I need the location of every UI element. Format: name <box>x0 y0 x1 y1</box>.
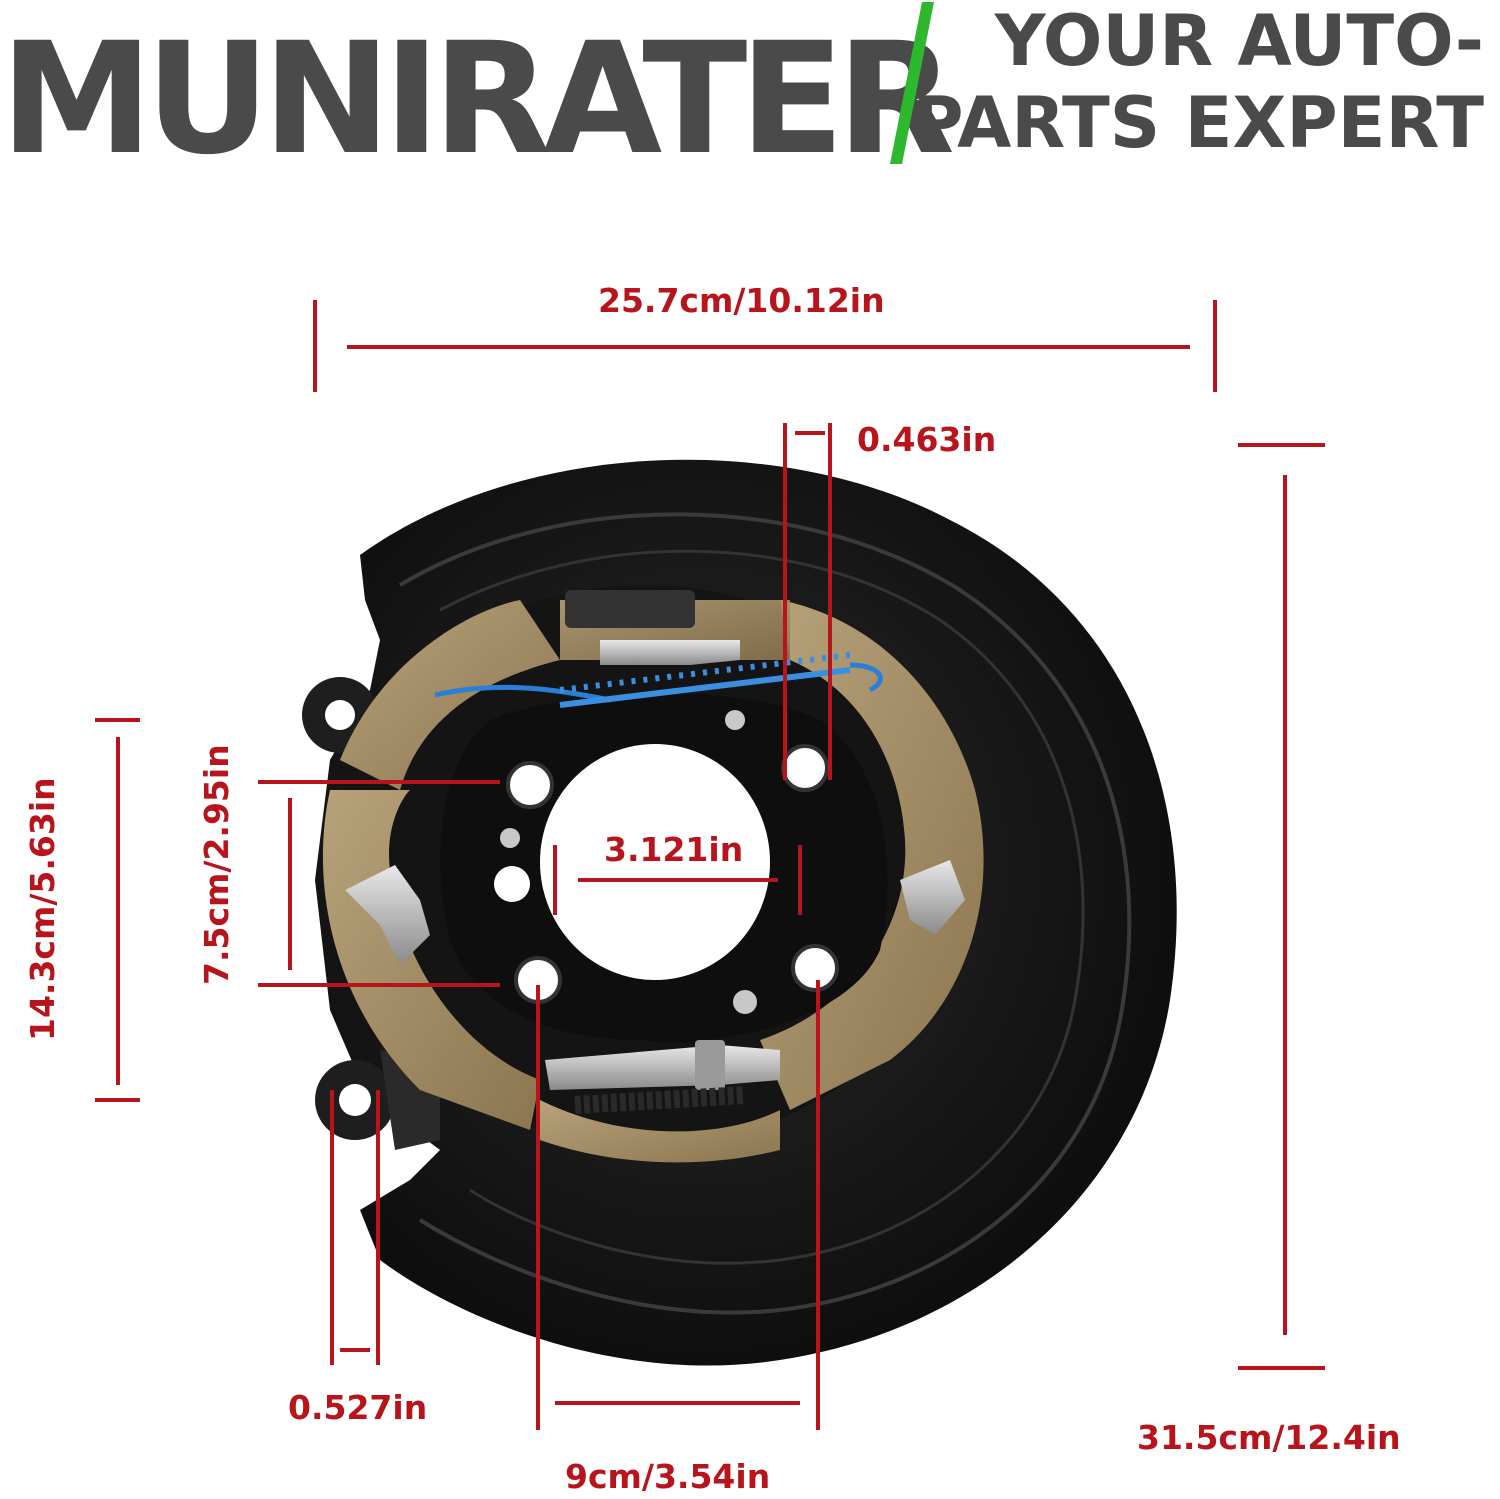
dim-bolt-horizontal-label: 9cm/3.54in <box>565 1457 771 1496</box>
tagline-line-2: PARTS EXPERT <box>912 82 1484 164</box>
upper-return-spring <box>434 684 611 703</box>
dim-slot-bottom-label: 0.527in <box>288 1388 428 1427</box>
brand-slash-icon <box>890 2 934 164</box>
brand-tagline: YOUR AUTO- PARTS EXPERT <box>912 0 1484 164</box>
tagline-line-1: YOUR AUTO- <box>994 0 1484 82</box>
dim-height-label: 31.5cm/12.4in <box>1137 1418 1401 1457</box>
dim-bolt-vertical-label: 7.5cm/2.95in <box>197 744 236 985</box>
dim-width-label: 25.7cm/10.12in <box>598 281 885 320</box>
dim-flange-height-label: 14.3cm/5.63in <box>23 777 62 1041</box>
dim-slot-top-label: 0.463in <box>857 420 997 459</box>
brand-logo-text: MUNIRATER <box>0 10 955 189</box>
center-bore <box>540 744 770 980</box>
brake-shoe-upper <box>340 600 560 790</box>
dim-center-bore-label: 3.121in <box>604 830 744 869</box>
